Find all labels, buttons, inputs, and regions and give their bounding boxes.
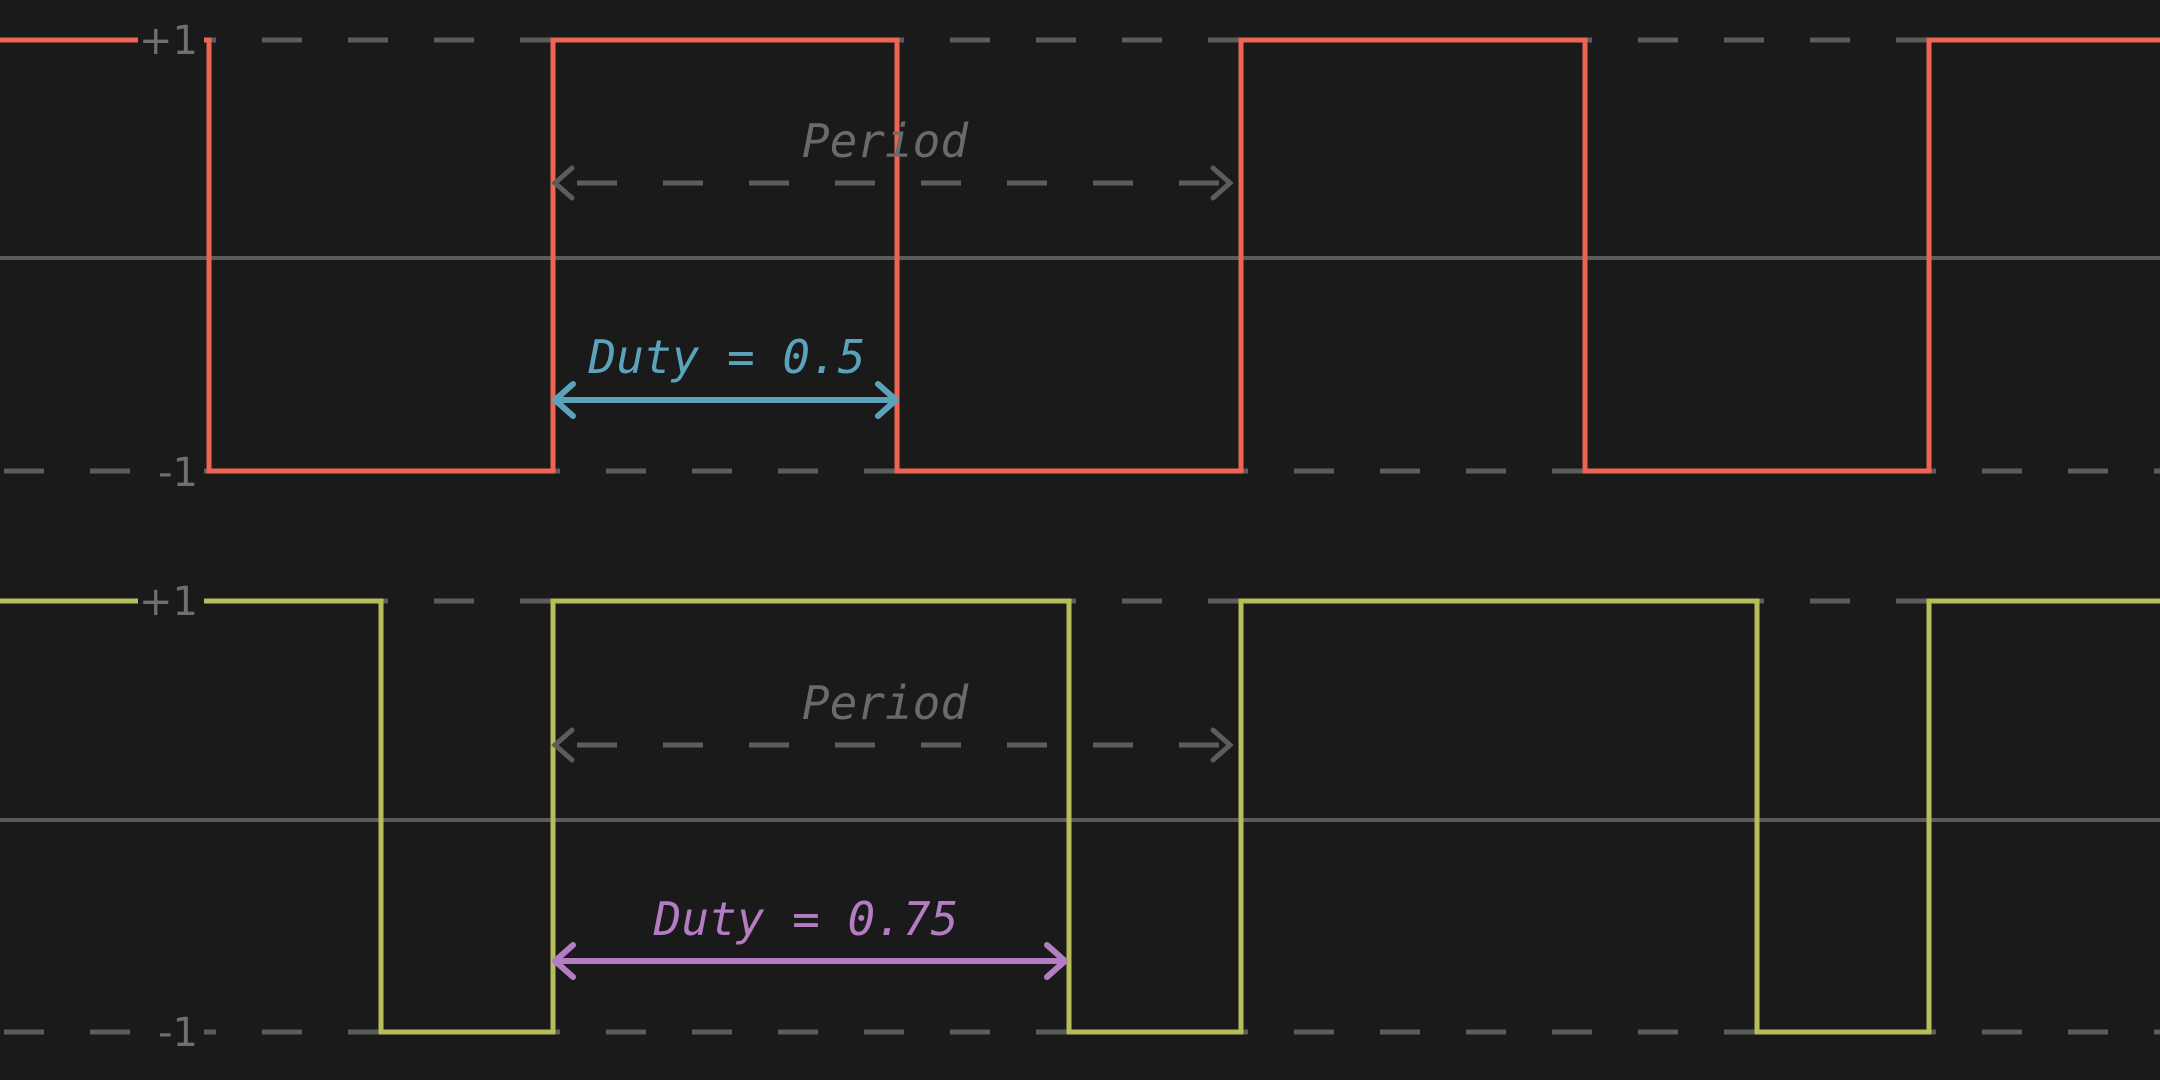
period-label: Period <box>802 114 969 168</box>
period-arrow-right-head <box>1210 727 1234 763</box>
period-label: Period <box>802 676 969 730</box>
plus-label-mask <box>138 575 204 627</box>
minus-label-mask <box>138 446 204 498</box>
minus-label-mask <box>138 1006 204 1058</box>
minus-one-label: -1 <box>158 1010 198 1056</box>
duty-arrow-right-head <box>1044 942 1068 980</box>
period-arrow-left-head <box>551 165 575 201</box>
period-arrow-left-head <box>551 727 575 763</box>
square-wave-bottom <box>0 598 2160 1035</box>
plus-label-mask <box>138 14 204 66</box>
panel-bottom: Period Duty = 0.75 +1 -1 <box>0 575 2160 1058</box>
panel-top: Period Duty = 0.5 +1 -1 <box>0 14 2160 498</box>
duty-arrow-left-head <box>552 942 576 980</box>
plus-one-label: +1 <box>139 18 198 64</box>
duty-label: Duty = 0.5 <box>588 330 866 384</box>
duty-arrow-left-head <box>552 381 576 419</box>
period-arrow-right-head <box>1210 165 1234 201</box>
square-wave-top <box>0 37 2160 474</box>
plus-one-label: +1 <box>139 579 198 625</box>
duty-arrow-right-head <box>875 381 899 419</box>
minus-one-label: -1 <box>158 450 198 496</box>
duty-label: Duty = 0.75 <box>653 892 959 946</box>
